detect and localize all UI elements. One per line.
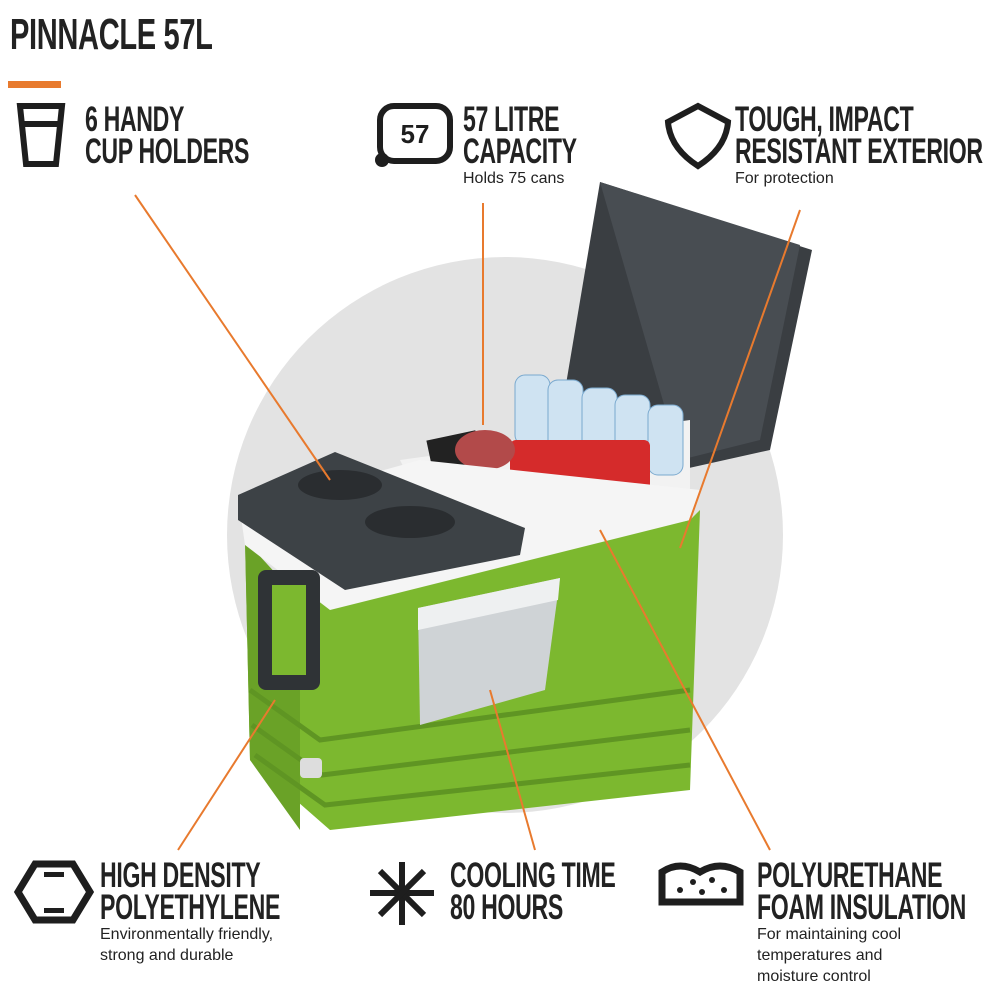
foam-icon (658, 862, 744, 906)
feature-heading: 57 LITRE (463, 100, 560, 139)
feature-heading: TOUGH, IMPACT (735, 100, 914, 139)
feature-subtext: temperatures and (757, 947, 883, 964)
feature-subtext: moisture control (757, 968, 871, 985)
feature-heading: POLYETHYLENE (100, 888, 281, 927)
feature-heading: CUP HOLDERS (85, 132, 250, 171)
page-title: PINNACLE 57L (10, 10, 213, 59)
leader-lines (134, 194, 801, 851)
feature-heading: 80 HOURS (450, 888, 563, 927)
shield-icon (664, 102, 732, 170)
feature-heading: RESISTANT EXTERIOR (735, 132, 983, 171)
cup-icon (16, 103, 66, 167)
feature-heading: HIGH DENSITY (100, 856, 261, 895)
feature-subtext: For protection (735, 170, 834, 187)
feature-exterior: TOUGH, IMPACT RESISTANT EXTERIOR For pro… (735, 100, 1001, 189)
capacity-57-icon: 57 (375, 103, 453, 167)
feature-subtext: Holds 75 cans (463, 170, 565, 187)
leader-cup-holders (134, 194, 331, 481)
accent-bar (8, 81, 61, 88)
leader-polyethylene (177, 699, 276, 851)
svg-text:57: 57 (401, 119, 430, 149)
feature-heading: FOAM INSULATION (757, 888, 966, 927)
feature-subtext: Environmentally friendly, (100, 926, 274, 943)
feature-insulation: POLYURETHANE FOAM INSULATION For maintai… (757, 856, 1001, 987)
leader-exterior (679, 209, 801, 549)
snowflake-icon (370, 862, 434, 925)
feature-cup-holders: 6 HANDY CUP HOLDERS (85, 100, 334, 171)
feature-heading: COOLING TIME (450, 856, 616, 895)
feature-heading: POLYURETHANE (757, 856, 943, 895)
feature-polyethylene: HIGH DENSITY POLYETHYLENE Environmentall… (100, 856, 373, 966)
drain-tap (300, 758, 322, 778)
hexagon-icon (13, 860, 95, 924)
leader-insulation (599, 529, 771, 851)
feature-capacity: 57 LITRE CAPACITY Holds 75 cans (463, 100, 635, 189)
feature-heading: 6 HANDY (85, 100, 185, 139)
leader-cooling (489, 689, 536, 851)
feature-cooling: COOLING TIME 80 HOURS (450, 856, 701, 927)
feature-subtext: strong and durable (100, 947, 234, 964)
feature-heading: CAPACITY (463, 132, 577, 171)
feature-subtext: For maintaining cool (757, 926, 902, 943)
